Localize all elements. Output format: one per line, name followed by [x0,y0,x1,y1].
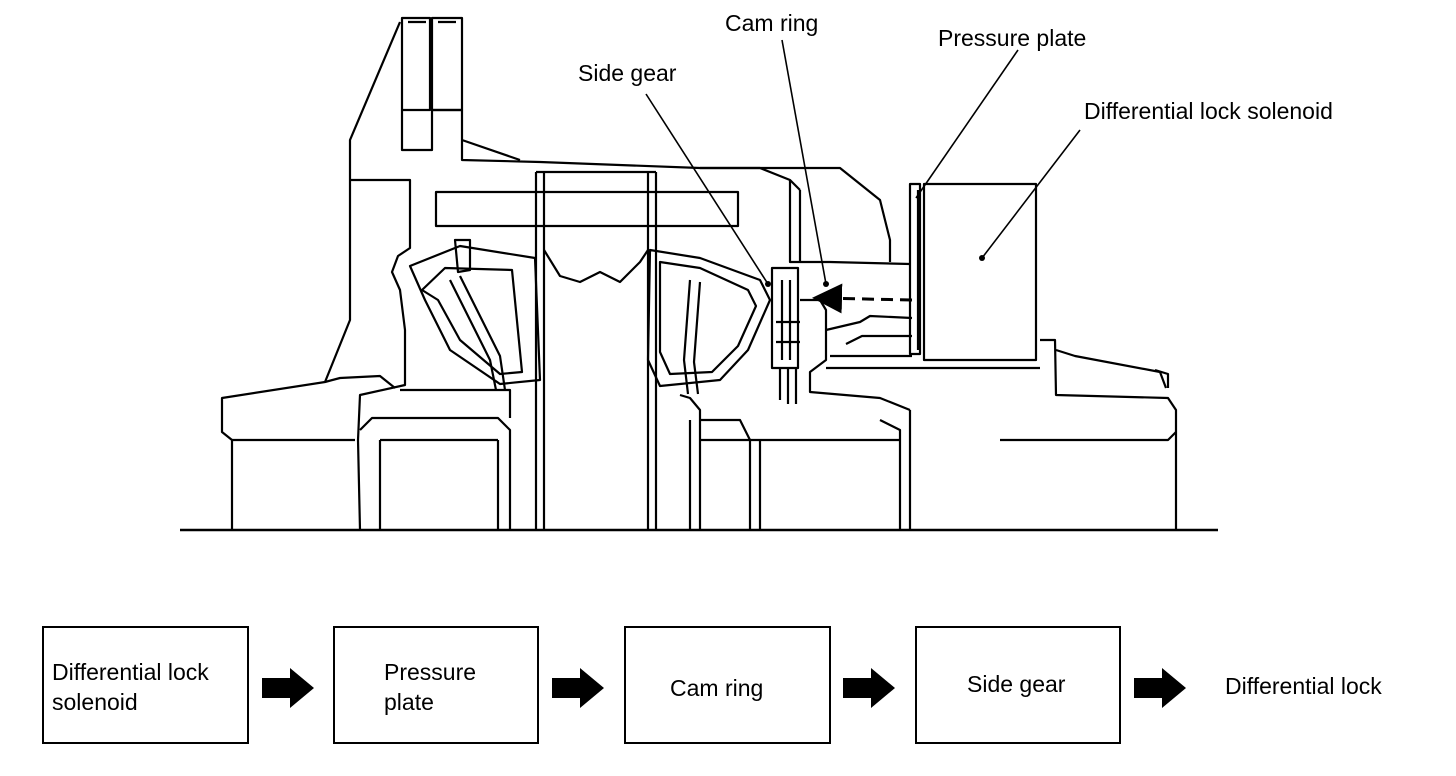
left-side-gear [408,238,542,391]
flow-step-line1: Pressure [384,659,477,685]
differential-cross-section-drawing [180,16,1218,532]
callout-cam-ring: Cam ring [725,10,819,36]
leader-lines [645,39,1081,285]
flow-step-line1: Cam ring [670,675,764,701]
flow-step-line2: solenoid [52,689,138,715]
flow-step-line2: plate [384,689,434,715]
solenoid-housing [908,182,1178,530]
flow-arrow-2 [552,668,604,708]
differential-case [220,21,892,531]
flow-dashed-arrow [812,283,913,314]
cam-ring-assembly [770,180,1040,412]
callout-side-gear: Side gear [578,60,677,86]
callout-pressure-plate: Pressure plate [938,25,1087,51]
flow-step-line1: Side gear [967,671,1066,697]
flow-step-differential-lock-solenoid: Differential lock solenoid [42,626,249,744]
flow-step-cam-ring: Cam ring [624,626,831,744]
flow-arrow-3 [843,668,895,708]
pinion-shaft [434,170,740,530]
callout-differential-lock-solenoid: Differential lock solenoid [1084,98,1333,124]
flow-step-line1: Differential lock [52,659,209,685]
right-side-gear [646,248,912,530]
ring-gear [400,16,521,162]
flow-step-side-gear: Side gear [915,626,1121,744]
flow-arrow-4 [1134,668,1186,708]
flow-result-differential-lock: Differential lock [1225,673,1382,699]
flow-arrow-1 [262,668,314,708]
flow-step-pressure-plate: Pressure plate [333,626,539,744]
